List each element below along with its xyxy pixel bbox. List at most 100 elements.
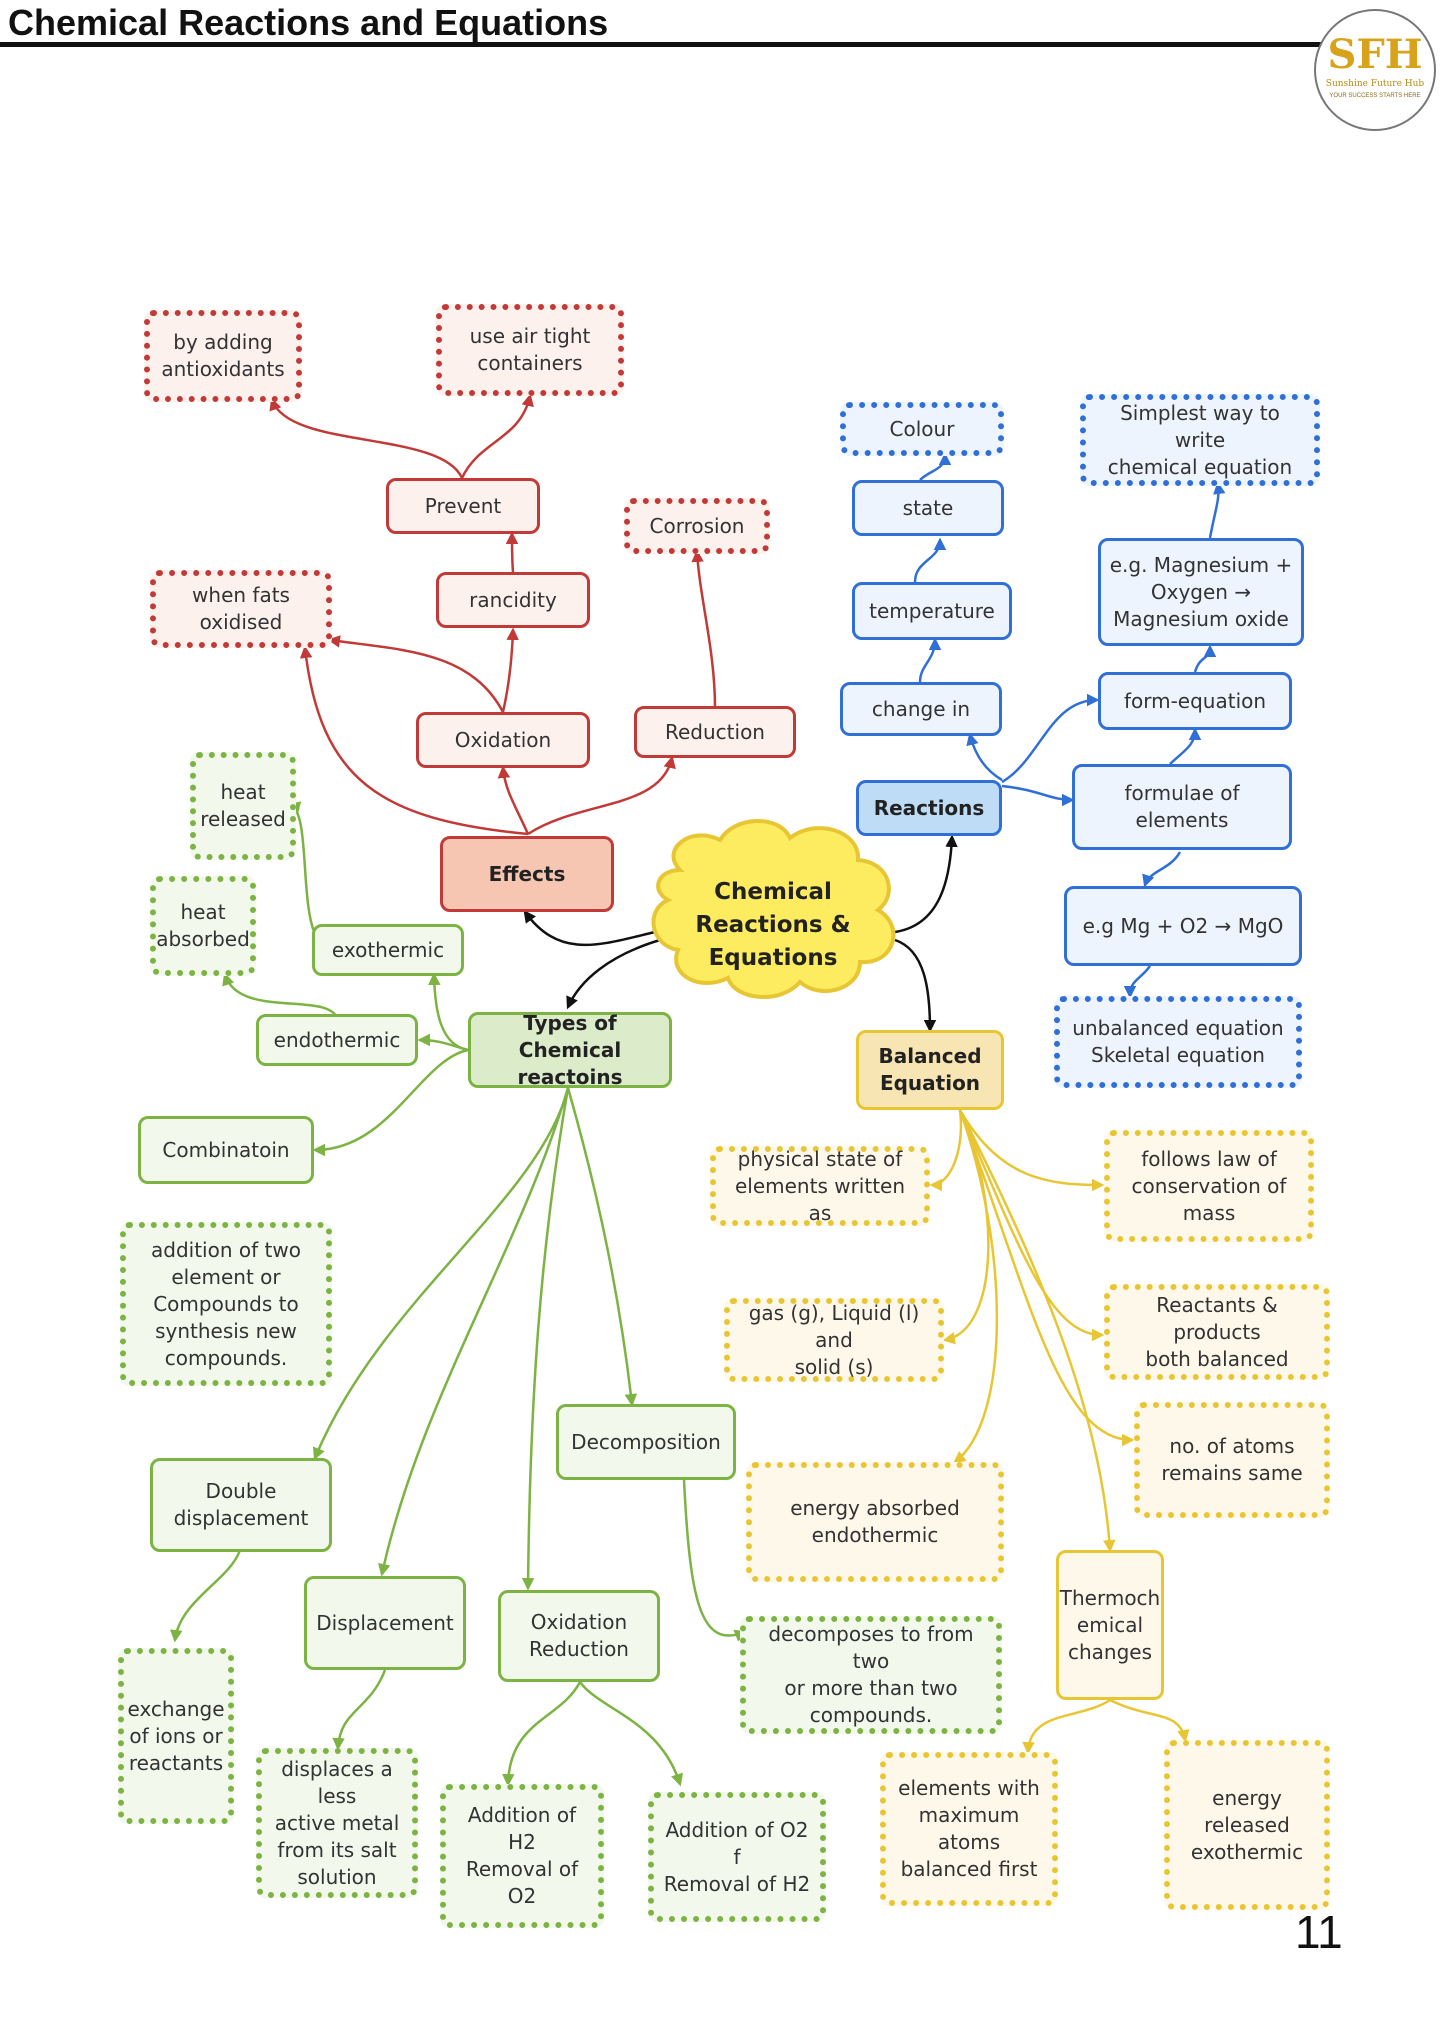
node-decomposition-definition: decomposes to from two or more than two … — [740, 1616, 1002, 1734]
node-use-air-tight-containers: use air tight containers — [436, 304, 624, 396]
node-displacement-definition: displaces a less active metal from its s… — [256, 1748, 418, 1898]
logo-tagline: YOUR SUCCESS STARTS HERE — [1329, 93, 1421, 99]
logo-mark: SFH — [1327, 31, 1423, 78]
node-energy-absorbed: energy absorbed endothermic — [746, 1462, 1004, 1582]
node-by-adding-antioxidants: by adding antioxidants — [144, 310, 302, 402]
edge-temp-state — [913, 537, 947, 583]
node-redox-oxygen: Addition of O2 f Removal of H2 — [648, 1792, 826, 1922]
edge-types-decomposition — [566, 1087, 638, 1407]
node-both-balanced: Reactants & products both balanced — [1104, 1284, 1330, 1380]
edge-types-doubledisp — [313, 1087, 570, 1461]
edge-doubledisp-def — [170, 1549, 242, 1643]
brand-logo: SFH Sunshine Future Hub YOUR SUCCESS STA… — [1314, 9, 1436, 131]
node-change-in: change in — [840, 682, 1002, 736]
node-effects: Effects — [440, 836, 614, 912]
page-number: 11 — [1295, 1906, 1343, 1958]
edge-endo-heatabsorbed — [222, 972, 340, 1021]
node-combination-definition: addition of two element or Compounds to … — [120, 1222, 332, 1386]
central-cloud-shape — [651, 819, 896, 999]
edge-balanced-states — [942, 1109, 990, 1345]
node-double-displacement-definition: exchange of ions or reactants — [118, 1648, 234, 1824]
edge-types-exothermic — [428, 972, 469, 1052]
edge-balanced-thermo — [958, 1109, 1116, 1553]
edge-balanced-law — [958, 1109, 1105, 1192]
node-energy-released: energy released exothermic — [1164, 1740, 1330, 1910]
logo-name: Sunshine Future Hub — [1325, 79, 1425, 89]
edge-reactions-formulae — [1001, 784, 1075, 807]
edge-balanced-atoms — [958, 1109, 1135, 1447]
node-reactions: Reactions — [856, 780, 1002, 836]
node-states-of-matter: gas (g), Liquid (l) and solid (s) — [724, 1298, 944, 1382]
node-exothermic: exothermic — [312, 924, 464, 976]
edge-redox-h2 — [502, 1681, 582, 1787]
node-oxidation: Oxidation — [416, 712, 590, 768]
edge-reactions-changein — [966, 732, 1003, 782]
node-unbalanced-equation: unbalanced equation Skeletal equation — [1054, 996, 1302, 1088]
edge-displacement-def — [332, 1669, 387, 1751]
edge-reduction-corrosion — [691, 549, 717, 709]
edge-formulae-formeq — [1169, 727, 1202, 765]
node-thermochemical: Thermoch emical changes — [1056, 1550, 1164, 1700]
edge-central-balanced — [894, 938, 937, 1033]
edge-balanced-both — [958, 1109, 1105, 1342]
edge-types-combination — [312, 1048, 469, 1157]
edge-effects-reduction — [527, 755, 676, 836]
edge-thermo-maxatoms — [1022, 1698, 1111, 1755]
edge-oxidation-rancidity — [501, 627, 519, 713]
node-colour: Colour — [840, 402, 1004, 456]
node-redox-hydrogen: Addition of H2 Removal of O2 — [440, 1784, 604, 1928]
edge-formulae-symbol — [1142, 851, 1182, 888]
edge-types-displacement — [378, 1087, 570, 1577]
title-rule — [0, 42, 1335, 47]
page-title: Chemical Reactions and Equations — [8, 2, 609, 43]
node-max-atoms-first: elements with maximum atoms balanced fir… — [880, 1752, 1058, 1906]
edge-types-redox — [521, 1087, 570, 1591]
edge-formeq-example — [1193, 644, 1217, 673]
central-topic: Chemical Reactions & Equations — [695, 879, 851, 971]
edge-effects-whenfats — [299, 645, 529, 836]
node-physical-state: physical state of elements written as — [710, 1146, 930, 1226]
node-balanced-equation: Balanced Equation — [856, 1030, 1004, 1110]
edge-prevent-airtight — [460, 393, 534, 479]
node-atoms-remain-same: no. of atoms remains same — [1134, 1402, 1330, 1518]
edge-balanced-physical — [929, 1109, 963, 1192]
node-decomposition: Decomposition — [556, 1404, 736, 1480]
node-types-of-reactions: Types of Chemical reactoins — [468, 1011, 672, 1089]
node-reduction: Reduction — [634, 706, 796, 758]
edge-decomposition-def — [682, 1479, 748, 1642]
node-state: state — [852, 480, 1004, 536]
edge-central-reactions — [894, 834, 958, 934]
node-endothermic: endothermic — [256, 1014, 418, 1066]
node-form-equation: form-equation — [1098, 672, 1292, 730]
edge-types-endothermic — [417, 1033, 469, 1052]
edge-changein-temp — [918, 637, 942, 683]
edge-effects-oxidation — [497, 765, 530, 835]
edge-thermo-released — [1109, 1698, 1190, 1743]
edge-reactions-formeq — [1001, 693, 1100, 784]
node-simplest-way: Simplest way to write chemical equation — [1080, 394, 1320, 486]
node-combination: Combinatoin — [138, 1116, 314, 1184]
node-oxidation-reduction: Oxidation Reduction — [498, 1590, 660, 1682]
node-rancidity: rancidity — [436, 572, 590, 628]
node-displacement: Displacement — [304, 1576, 466, 1670]
node-law-of-conservation: follows law of conservation of mass — [1104, 1130, 1314, 1242]
node-heat-absorbed: heat absorbed — [150, 876, 256, 976]
node-heat-released: heat released — [190, 752, 296, 860]
node-prevent: Prevent — [386, 478, 540, 534]
node-corrosion: Corrosion — [624, 498, 770, 554]
node-word-equation-example: e.g. Magnesium + Oxygen → Magnesium oxid… — [1098, 538, 1304, 646]
node-double-displacement: Double displacement — [150, 1458, 332, 1552]
edge-redox-o2 — [578, 1681, 683, 1787]
node-symbol-equation-example: e.g Mg + O2 → MgO — [1064, 886, 1302, 966]
edge-symbol-unbalanced — [1123, 965, 1152, 999]
edge-rancidity-prevent — [505, 531, 519, 573]
edge-central-types — [566, 938, 661, 1010]
edge-example-simplest — [1208, 481, 1226, 539]
edge-balanced-energyabs — [953, 1109, 999, 1464]
edge-oxidation-whenfats — [327, 635, 505, 713]
edge-prevent-antioxidants — [269, 397, 464, 479]
edge-state-colour — [919, 452, 952, 481]
edge-central-effects — [523, 909, 656, 947]
